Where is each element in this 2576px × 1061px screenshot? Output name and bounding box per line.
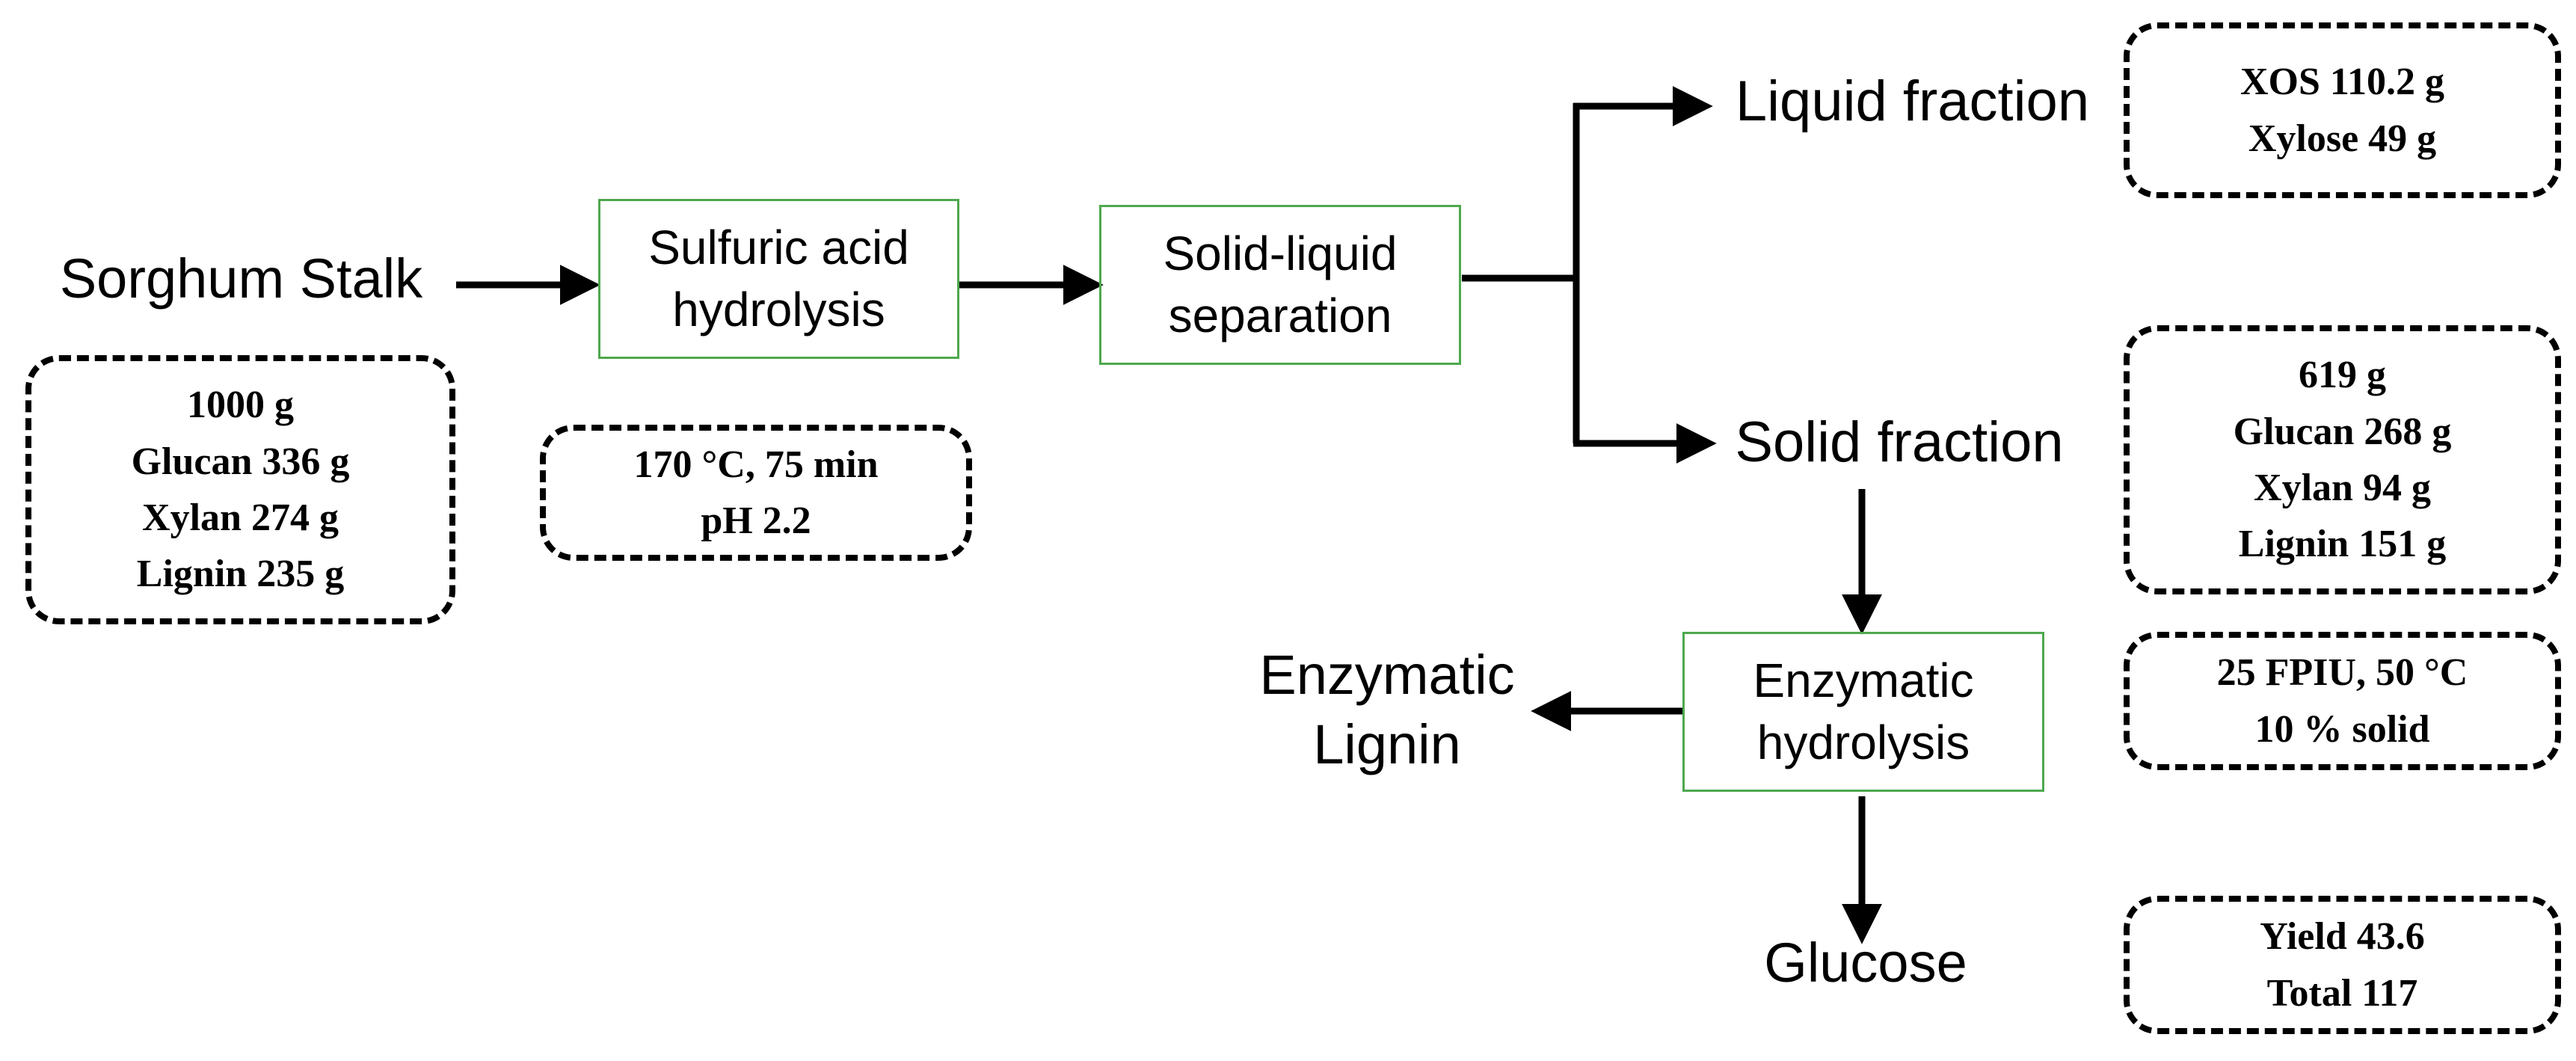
glucose-note-line-1: Yield 43.6 — [2260, 915, 2425, 959]
solid-note-line-1: 619 g — [2299, 354, 2386, 397]
feedstock-line-2: Glucan 336 g — [131, 440, 350, 483]
enzyme-conditions-note: 25 FPIU, 50 °C 10 % solid — [2124, 632, 2561, 770]
solid-fraction-note: 619 g Glucan 268 g Xylan 94 g Lignin 151… — [2124, 325, 2561, 594]
enzyme-conditions-line-2: 10 % solid — [2254, 707, 2430, 751]
acid-hydrolysis-line-2: hydrolysis — [672, 283, 885, 336]
solid-fraction-label: Solid fraction — [1735, 410, 2064, 474]
solid-note-line-2: Glucan 268 g — [2233, 410, 2452, 453]
liquid-fraction-note: XOS 110.2 g Xylose 49 g — [2124, 22, 2561, 198]
solid-liquid-separation-box: Solid-liquid separation — [1099, 205, 1461, 365]
enzymatic-lignin-line-1: Enzymatic — [1259, 644, 1515, 706]
enzymatic-lignin-line-2: Lignin — [1313, 713, 1461, 775]
acid-hydrolysis-line-1: Sulfuric acid — [648, 220, 909, 274]
enzymatic-hydrolysis-line-2: hydrolysis — [1756, 716, 1970, 769]
feedstock-line-4: Lignin 235 g — [136, 553, 345, 596]
solid-note-line-3: Xylan 94 g — [2254, 467, 2431, 509]
enzymatic-hydrolysis-line-1: Enzymatic — [1753, 653, 1974, 707]
feedstock-composition-note: 1000 g Glucan 336 g Xylan 274 g Lignin 2… — [25, 355, 455, 624]
liquid-fraction-label: Liquid fraction — [1735, 70, 2090, 133]
acid-hydrolysis-box: Sulfuric acid hydrolysis — [598, 199, 959, 359]
enzymatic-lignin-label: Enzymatic Lignin — [1234, 641, 1540, 779]
glucose-yield-note: Yield 43.6 Total 117 — [2124, 896, 2561, 1034]
enzyme-conditions-line-1: 25 FPIU, 50 °C — [2216, 651, 2468, 695]
glucose-label: Glucose — [1764, 932, 1967, 994]
acid-conditions-line-1: 170 °C, 75 min — [633, 443, 879, 486]
liquid-note-line-1: XOS 110.2 g — [2240, 61, 2445, 104]
liquid-note-line-2: Xylose 49 g — [2248, 117, 2437, 160]
acid-conditions-line-2: pH 2.2 — [701, 499, 811, 542]
feedstock-line-3: Xylan 274 g — [142, 496, 339, 539]
glucose-note-line-2: Total 117 — [2266, 971, 2418, 1015]
feedstock-line-1: 1000 g — [187, 384, 294, 427]
acid-conditions-note: 170 °C, 75 min pH 2.2 — [540, 425, 972, 561]
separation-line-2: separation — [1168, 289, 1392, 342]
solid-note-line-4: Lignin 151 g — [2238, 523, 2447, 566]
enzymatic-hydrolysis-box: Enzymatic hydrolysis — [1682, 632, 2044, 792]
separation-line-1: Solid-liquid — [1163, 226, 1398, 280]
sorghum-stalk-label: Sorghum Stalk — [59, 247, 423, 310]
